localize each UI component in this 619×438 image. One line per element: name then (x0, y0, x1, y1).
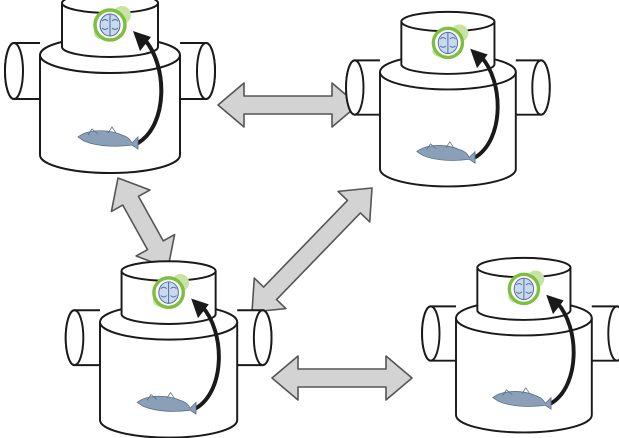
brain-icon (93, 6, 131, 42)
fish-icon (416, 141, 476, 164)
connection-arrows (110, 82, 413, 401)
fish-icon (77, 126, 139, 150)
unit-bottom-left (64, 260, 273, 438)
curved-arrow-icon (470, 48, 500, 160)
brain-icon (431, 24, 469, 60)
brain-icon (152, 273, 190, 310)
curved-arrow-icon (133, 31, 164, 145)
bidirectional-arrow-unit-top-right-unit-bottom-left (251, 187, 373, 313)
curved-arrow-icon (191, 298, 221, 411)
fish-icon (136, 391, 197, 415)
bidirectional-arrow-unit-top-left-unit-top-right (217, 82, 359, 128)
unit-top-left (4, 0, 216, 174)
curved-arrow-icon (546, 294, 576, 406)
bidirectional-arrow-unit-bottom-left-unit-bottom-right (271, 355, 413, 401)
unit-bottom-right (421, 256, 619, 434)
unit-top-right (345, 10, 551, 188)
fish-icon (492, 387, 552, 410)
brain-icon (507, 270, 545, 306)
